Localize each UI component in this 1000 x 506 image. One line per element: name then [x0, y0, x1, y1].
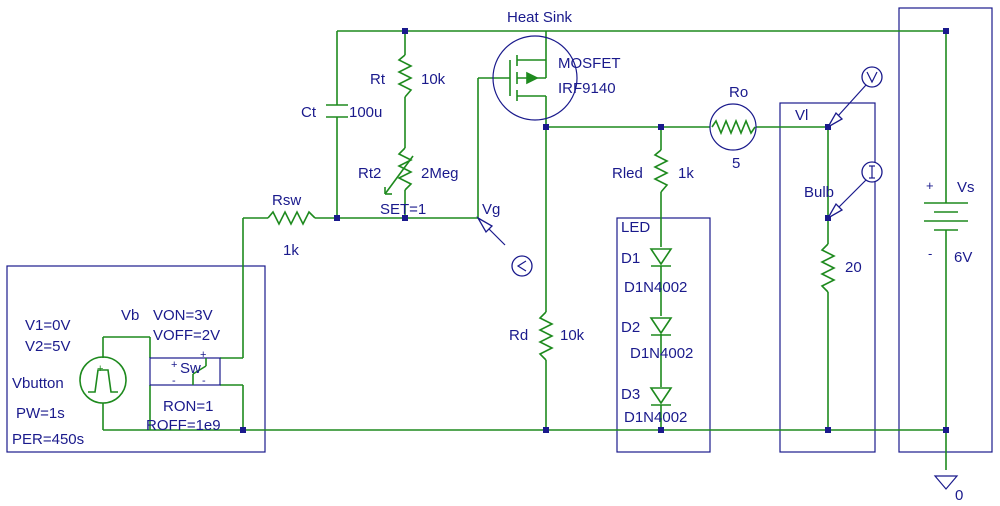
bulb-name-label: Bulb — [804, 184, 834, 201]
d3-part-label: D1N4002 — [624, 409, 687, 426]
led-label: LED — [621, 219, 650, 236]
vs-minus-label: - — [928, 246, 932, 261]
sw-label: Sw — [180, 360, 201, 377]
ct-name-label: Ct — [301, 104, 317, 121]
sw-ctrl-minus-label: - — [172, 375, 176, 387]
capacitor-ct — [326, 104, 348, 118]
vs-value-label: 6V — [954, 249, 972, 266]
rsw-value-label: 1k — [283, 242, 299, 259]
per-label: PER=450s — [12, 431, 84, 448]
rled-name-label: Rled — [612, 165, 643, 182]
ground-label: 0 — [955, 487, 963, 504]
d1-name-label: D1 — [621, 250, 640, 267]
vb-label: Vb — [121, 307, 139, 324]
diode-d2 — [649, 317, 673, 336]
resistor-rsw — [267, 210, 316, 226]
ro-value-label: 5 — [732, 155, 740, 172]
v1-label: V1=0V — [25, 317, 70, 334]
ground-icon — [933, 475, 959, 490]
thermistor-rt2 — [384, 147, 414, 195]
vbutton-label: Vbutton — [12, 375, 64, 392]
resistor-bulb — [820, 243, 836, 293]
bulb-value-label: 20 — [845, 259, 862, 276]
mosfet-part-label: IRF9140 — [558, 80, 616, 97]
resistor-rd — [538, 311, 554, 361]
button-subcircuit-box — [6, 265, 266, 453]
rt2-set-label: SET=1 — [380, 201, 426, 218]
vs-name-label: Vs — [957, 179, 975, 196]
sw-out-plus-label: + — [200, 349, 206, 361]
diode-d3 — [649, 387, 673, 406]
sw-ctrl-plus-label: + — [171, 359, 177, 371]
v2-label: V2=5V — [25, 338, 70, 355]
vl-probe-icon — [826, 66, 883, 129]
vbutton-minus-label: - — [98, 397, 102, 409]
ro-name-label: Ro — [729, 84, 748, 101]
bulb-box — [779, 102, 876, 453]
rt2-name-label: Rt2 — [358, 165, 381, 182]
d2-part-label: D1N4002 — [630, 345, 693, 362]
d2-name-label: D2 — [621, 319, 640, 336]
vs-plus-label: + — [926, 178, 934, 193]
led-box — [616, 217, 711, 453]
roff-label: ROFF=1e9 — [146, 417, 221, 434]
mosfet-type-label: MOSFET — [558, 55, 621, 72]
resistor-rled — [653, 149, 669, 193]
vbutton-plus-label: + — [97, 363, 103, 375]
rsw-name-label: Rsw — [272, 192, 301, 209]
mosfet-symbol — [492, 35, 578, 121]
sw-out-minus-label: - — [202, 375, 206, 387]
rt2-value-label: 2Meg — [421, 165, 459, 182]
current-probe-icon — [826, 161, 883, 220]
rt-value-label: 10k — [421, 71, 446, 88]
voltage-switch-sw — [149, 357, 221, 386]
ron-label: RON=1 — [163, 398, 213, 415]
rt-name-label: Rt — [370, 71, 386, 88]
resistor-rt — [397, 54, 413, 98]
resistor-ro — [709, 103, 757, 151]
pulse-source-vbutton — [79, 356, 127, 404]
wiring — [102, 30, 947, 470]
rd-value-label: 10k — [560, 327, 585, 344]
pw-label: PW=1s — [16, 405, 65, 422]
d1-part-label: D1N4002 — [624, 279, 687, 296]
von-label: VON=3V — [153, 307, 213, 324]
ct-value-label: 100u — [349, 104, 382, 121]
rled-value-label: 1k — [678, 165, 694, 182]
vg-probe-icon — [476, 216, 533, 277]
rd-name-label: Rd — [509, 327, 528, 344]
vl-label: Vl — [795, 107, 808, 124]
heat-sink-label: Heat Sink — [507, 9, 573, 26]
diode-d1 — [649, 248, 673, 267]
vg-label: Vg — [482, 201, 500, 218]
battery-vs — [924, 202, 968, 231]
d3-name-label: D3 — [621, 386, 640, 403]
voff-label: VOFF=2V — [153, 327, 220, 344]
